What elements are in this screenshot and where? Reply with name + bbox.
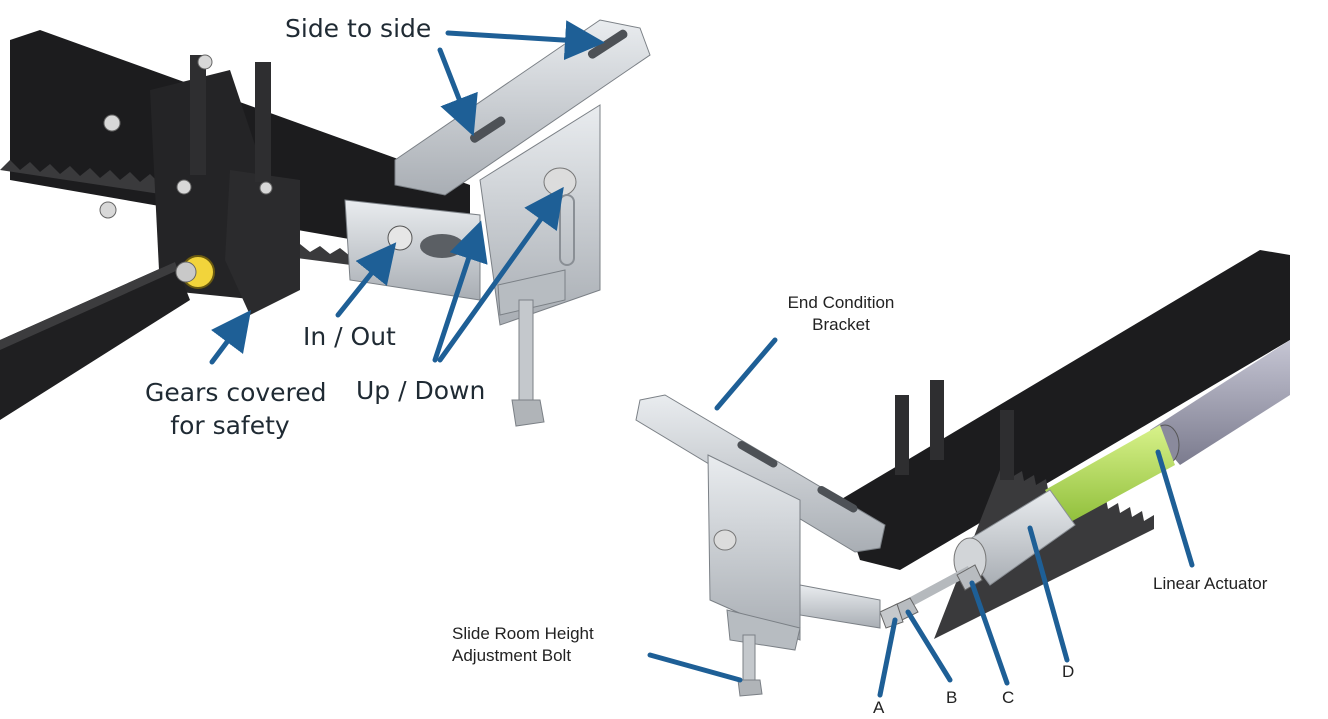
leader-c <box>969 580 1010 686</box>
arrow-side-to-side-down <box>437 47 478 137</box>
label-part-c: C <box>1002 688 1015 707</box>
top-gear-cover <box>225 170 300 315</box>
top-bolts <box>99 54 273 219</box>
arrow-up-down-right <box>437 186 564 363</box>
label-end-condition-line1: End Condition <box>787 293 895 312</box>
pin-head <box>175 261 197 283</box>
leader-end-condition <box>714 337 778 411</box>
label-slide-room-height: Slide Room Height Adjustment Bolt <box>452 624 594 666</box>
label-up-down: Up / Down <box>356 376 486 405</box>
top-clamp-right <box>255 62 271 182</box>
label-side-to-side: Side to side <box>285 14 432 43</box>
label-linear-actuator: Linear Actuator <box>1153 574 1268 593</box>
label-part-d: D <box>1062 662 1075 681</box>
label-height-line1: Slide Room Height <box>452 624 594 643</box>
top-square-tube <box>0 262 190 420</box>
leader-d <box>1027 525 1070 663</box>
top-assembly <box>0 19 651 427</box>
bottom-vertical-bracket <box>707 454 801 641</box>
bottom-assembly <box>635 250 1290 697</box>
label-end-condition-bracket: End Condition Bracket <box>756 293 926 335</box>
arrow-side-to-side-right <box>445 20 605 61</box>
label-height-line2: Adjustment Bolt <box>452 646 572 665</box>
leader-a <box>877 617 898 698</box>
top-clamp-left <box>190 55 206 175</box>
arrow-in-out <box>335 242 397 318</box>
clevis <box>799 584 881 629</box>
leader-linear-actuator <box>1155 449 1195 568</box>
label-gears-line1: Gears covered <box>145 378 327 407</box>
label-gears-line2: for safety <box>170 411 290 440</box>
leader-lines <box>647 337 1195 698</box>
arrow-up-down-left <box>432 220 488 363</box>
actuator-green-tube <box>1045 425 1175 525</box>
label-part-a: A <box>873 698 885 717</box>
label-gears-covered: Gears covered for safety <box>145 378 327 440</box>
top-t-bracket-flange <box>394 19 651 196</box>
label-end-condition-line2: Bracket <box>812 315 870 334</box>
top-height-bolt <box>518 299 534 401</box>
bottom-rack-teeth <box>934 467 1154 639</box>
label-in-out: In / Out <box>303 322 396 351</box>
bottom-t-bracket-flange <box>635 394 886 553</box>
bottom-rail <box>840 250 1290 570</box>
bottom-height-bolt <box>742 634 756 684</box>
label-part-b: B <box>946 688 958 707</box>
leader-height-bolt <box>647 652 743 683</box>
leader-b <box>905 609 953 683</box>
callout-arrows <box>209 20 605 365</box>
actuator-gray-tube <box>1150 340 1290 465</box>
arrow-gears <box>209 310 251 365</box>
